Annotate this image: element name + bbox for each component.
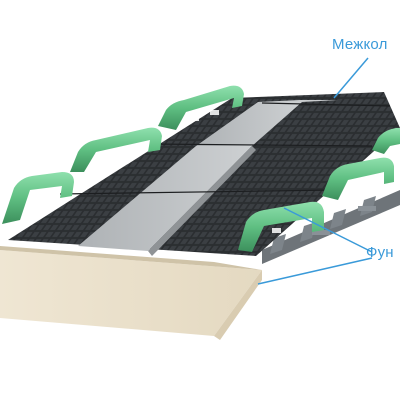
label-foundation: Фун (366, 244, 394, 261)
label-inter-track: Межкол (332, 36, 388, 53)
leader-foundation-lower (257, 257, 373, 285)
foundation-block (0, 246, 262, 340)
inter-track-slabs (78, 100, 338, 256)
right-green-rails (238, 128, 400, 252)
panel-seams (59, 102, 391, 195)
leader-foundation-upper (283, 207, 373, 253)
callout-leaders (257, 57, 373, 285)
leader-inter-track (333, 57, 369, 99)
left-green-rails (2, 85, 244, 224)
